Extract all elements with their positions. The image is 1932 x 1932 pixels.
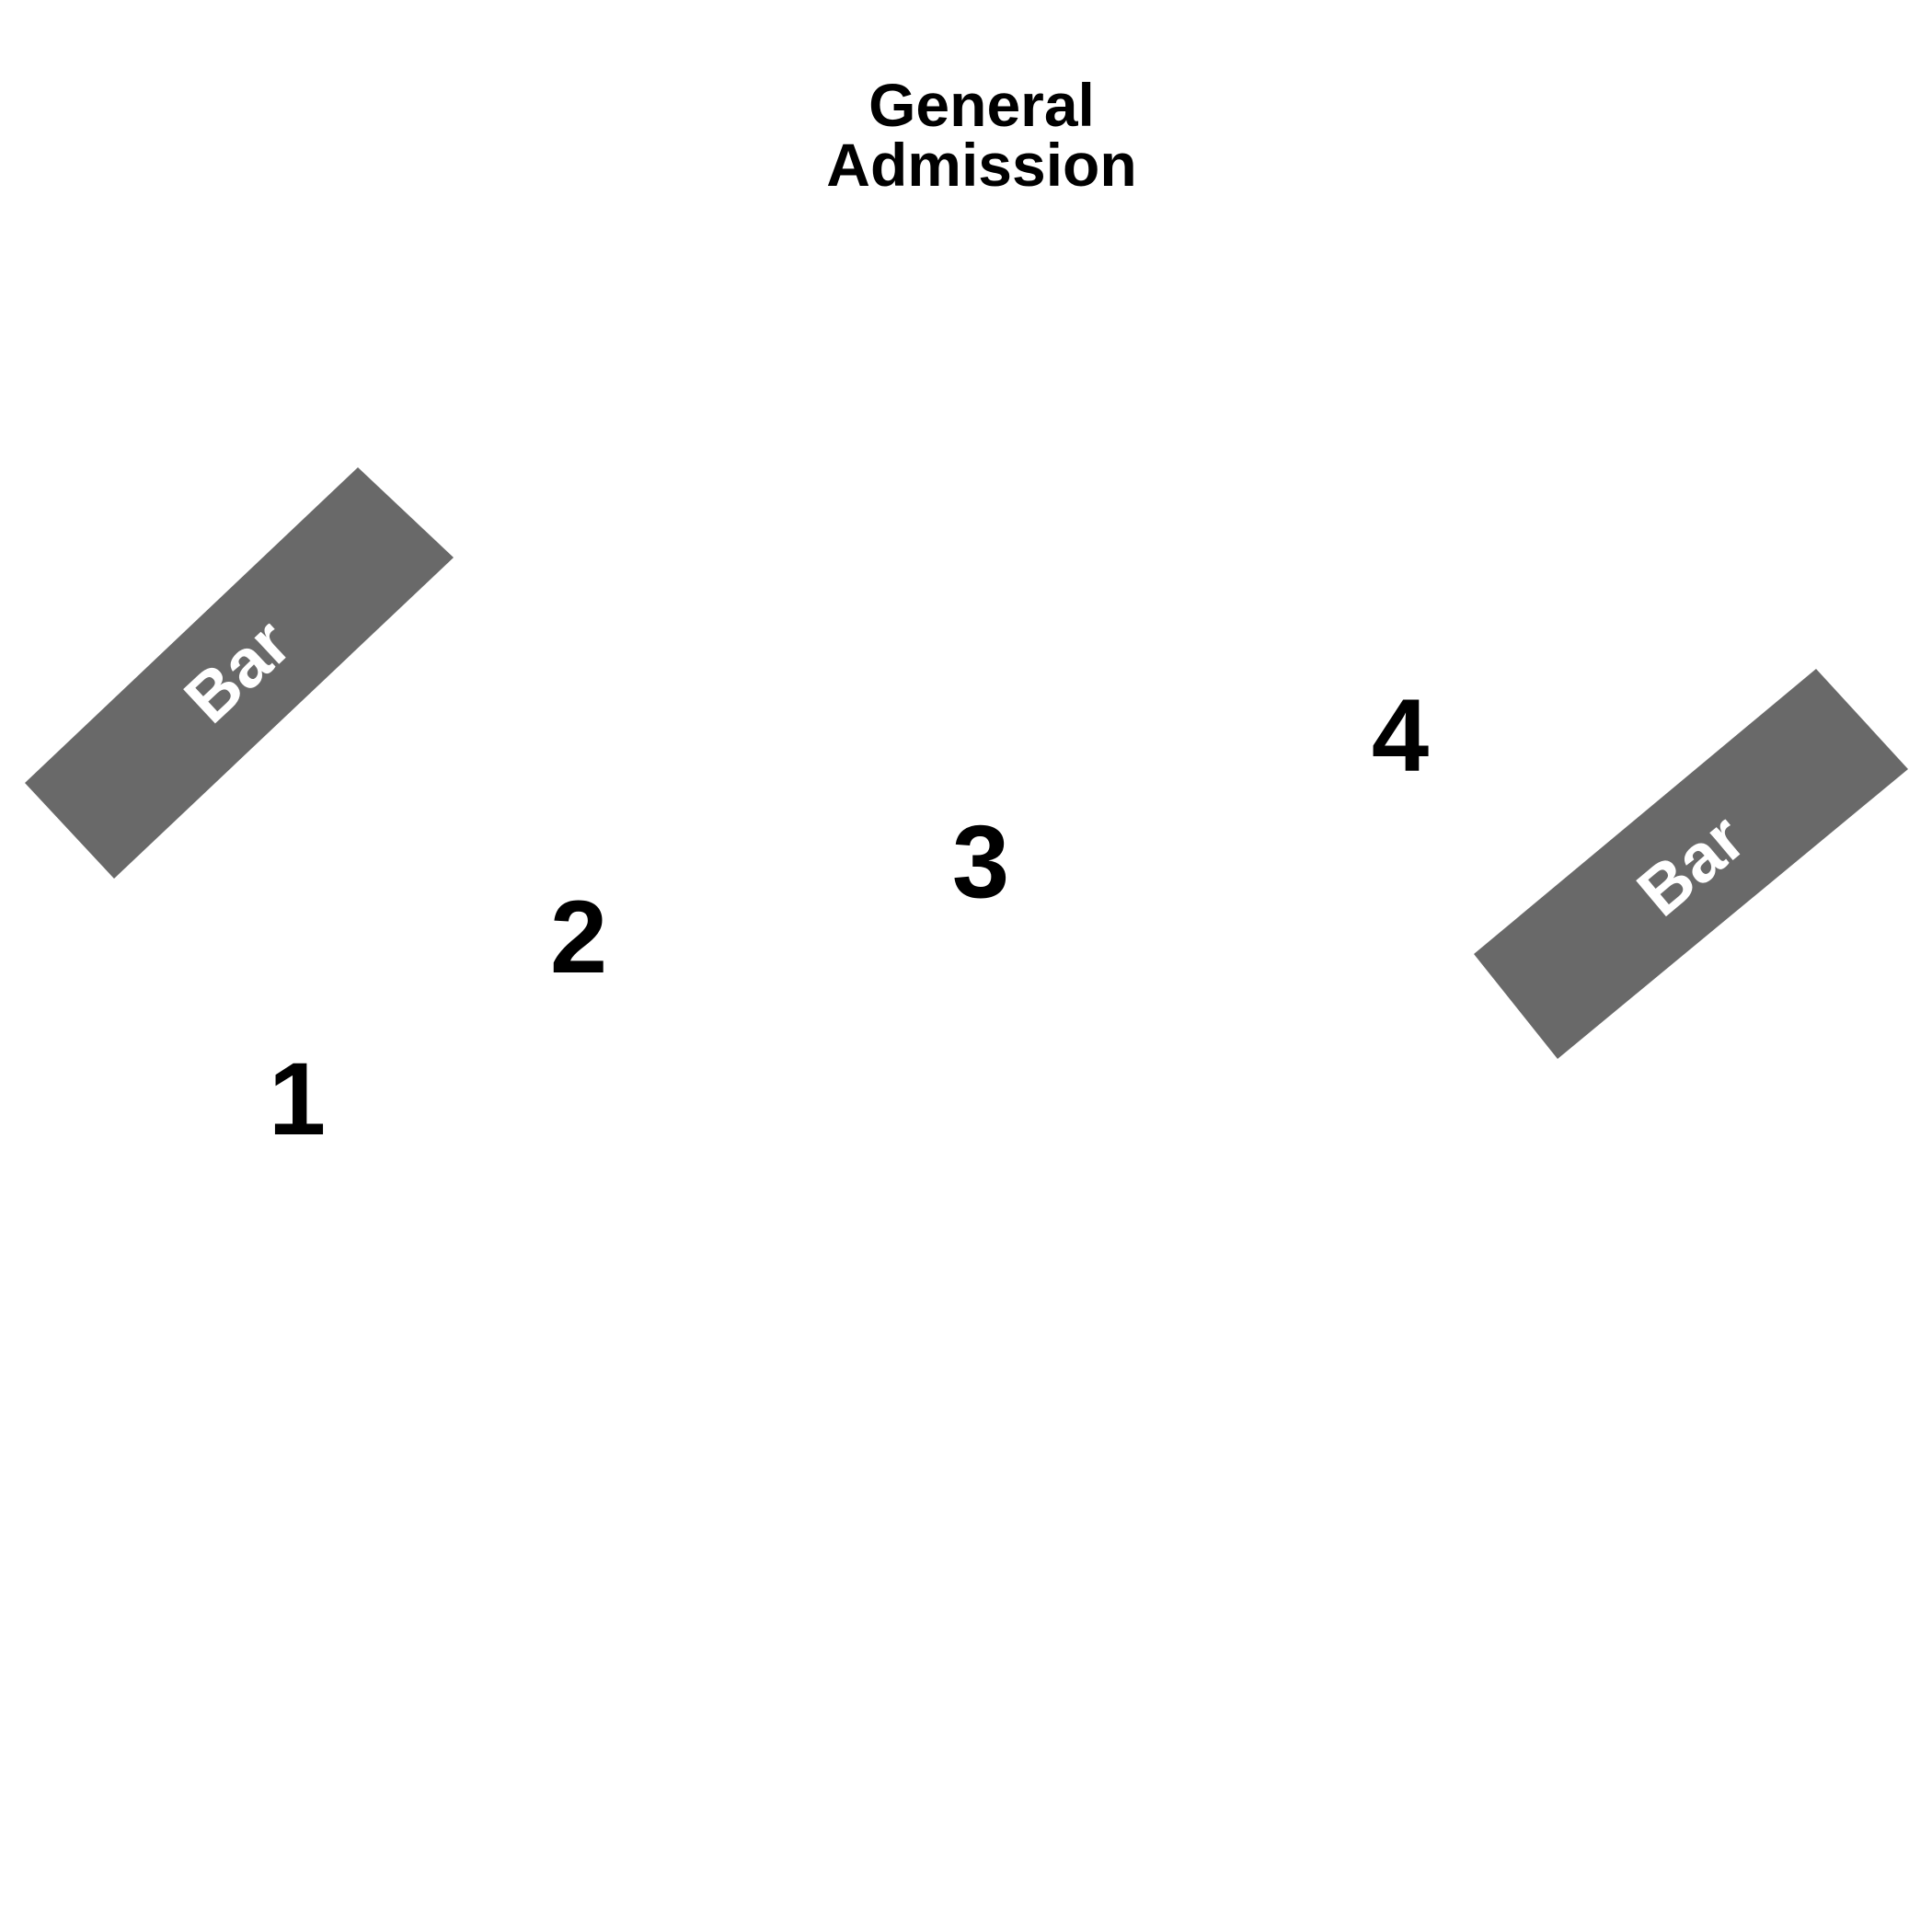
section-4-label[interactable]: 4 [1372,678,1429,793]
general-admission-line-1: General [868,71,1095,139]
bar-left-shape [25,467,454,879]
bar-right-shape [1474,669,1908,1059]
general-admission-line-2: Admission [826,131,1136,199]
section-2-label[interactable]: 2 [550,880,607,995]
general-admission-label[interactable]: General Admission [826,71,1136,199]
section-1-label[interactable]: 1 [269,1041,326,1156]
bar-right: Bar [1474,669,1908,1059]
bar-left: Bar [25,467,454,879]
section-3-label[interactable]: 3 [952,804,1009,919]
